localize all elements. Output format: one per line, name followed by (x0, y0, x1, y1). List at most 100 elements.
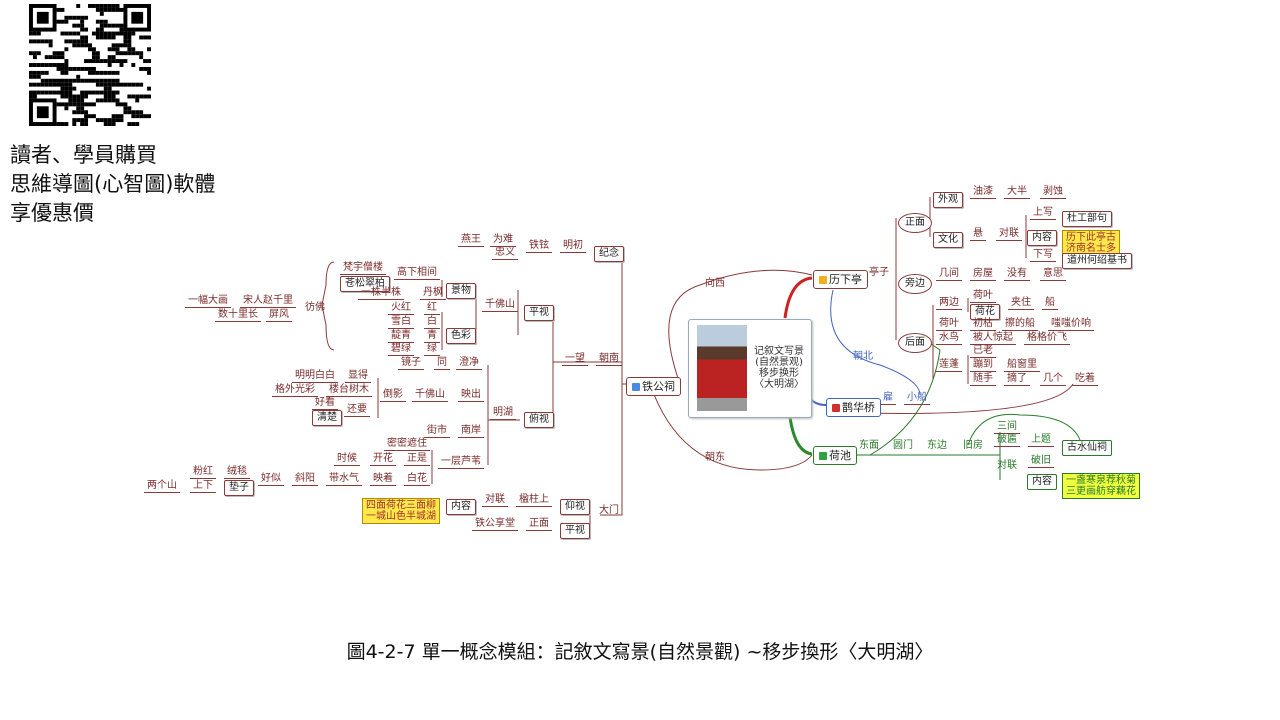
node-label: 明湖 (490, 407, 516, 420)
node-lixiating[interactable]: 历下亭 (813, 270, 868, 289)
node-label: 破匾 (994, 434, 1020, 447)
node-label: 正面 (526, 518, 552, 531)
node-box[interactable]: 杜工部句 (1062, 211, 1112, 227)
node-label: 绒毯 (224, 466, 250, 479)
node-box[interactable]: 内容 (1027, 230, 1057, 246)
node-label: 房屋 (970, 268, 996, 281)
node-box[interactable]: 历下此亭古 济南名士多 (1062, 230, 1120, 256)
node-box: 朝北 (853, 351, 873, 362)
node-quehuaqiao[interactable]: 鹊华桥 (826, 398, 881, 417)
node-label: 三间 (994, 421, 1020, 434)
node-label: 船窗里 (1004, 359, 1040, 372)
node-label: 荷叶 (936, 318, 962, 331)
node-label: 正是 (404, 453, 430, 466)
node-tiegongci[interactable]: 铁公祠 (626, 377, 681, 396)
node-box[interactable]: 俯视 (524, 412, 554, 428)
node-label: 明初 (560, 240, 586, 253)
node-label: 显得 (345, 370, 371, 383)
topic-marker-icon (832, 404, 840, 412)
node-label: 大门 (599, 505, 619, 516)
node-box[interactable]: 清楚 (312, 410, 342, 426)
node-box[interactable]: 平视 (524, 305, 554, 321)
node-box[interactable]: 道州何绍基书 (1062, 253, 1132, 269)
node-label: 靛青 (388, 330, 414, 343)
node-box[interactable]: 内容 (446, 499, 476, 515)
node-box[interactable]: 平视 (560, 523, 590, 539)
node-label: 楼台树木 (326, 384, 372, 397)
node-box: 雇 (880, 392, 896, 405)
promo-line-1: 讀者、學員購買 (10, 143, 157, 167)
node-label: 悬 (970, 228, 986, 241)
node-label: 梵宇僧楼 (340, 262, 386, 275)
node-label: 摘了 (1004, 373, 1030, 386)
node-label: 下写 (1030, 249, 1056, 262)
node-label: 向西 (705, 278, 725, 289)
node-label: 夹住 (1008, 297, 1034, 310)
node-label: 一幅大画 (185, 295, 231, 308)
node-label: 楹柱上 (516, 494, 552, 507)
node-box[interactable]: 古水仙祠 (1062, 440, 1112, 456)
node-label: 铁公享堂 (472, 518, 518, 531)
node-box[interactable]: 荷花 (970, 304, 1000, 320)
node-label: 映出 (458, 389, 484, 402)
node-label: 开花 (370, 453, 396, 466)
node-label: 两边 (936, 297, 962, 310)
node-label: 历下亭 (829, 273, 862, 286)
node-box[interactable]: 垫子 (224, 480, 254, 496)
node-box[interactable]: 正面 (898, 213, 932, 233)
node-box[interactable]: 后面 (898, 333, 932, 353)
node-label: 火红 (388, 302, 414, 315)
node-hechi[interactable]: 荷池 (813, 446, 857, 465)
node-box[interactable]: 文化 (933, 232, 963, 248)
node-label: 斜阳 (292, 473, 318, 486)
node-box[interactable]: 苍松翠柏 (340, 276, 390, 292)
promo-line-3: 享優惠價 (10, 201, 94, 225)
node-label: 一层芦苇 (438, 456, 484, 469)
node-label: 还要 (344, 404, 370, 417)
node-label: 镜子 (398, 357, 424, 370)
node-box[interactable]: 仰视 (560, 499, 590, 515)
node-label: 东边 (927, 440, 947, 451)
node-box[interactable]: 旁边 (898, 274, 932, 294)
node-label: 倒影 (380, 389, 406, 402)
node-label: 嗤嗤价响 (1048, 318, 1094, 331)
node-label: 格外光彩 (272, 384, 318, 397)
node-box: 小船 (904, 392, 930, 405)
node-label: 燕王 (458, 234, 484, 247)
node-label: 南岸 (458, 425, 484, 438)
node-label: 蹦到 (970, 359, 996, 372)
node-label: 朝东 (705, 452, 725, 463)
node-label: 对联 (997, 460, 1017, 471)
node-box[interactable]: 一盏寒泉荐秋菊 三更画舫穿藕花 (1062, 473, 1140, 499)
node-label: 没有 (1004, 268, 1030, 281)
node-label: 带水气 (326, 473, 362, 486)
node-label: 忠义 (492, 247, 518, 260)
node-label: 铁铉 (526, 240, 552, 253)
node-label: 青 (424, 330, 440, 343)
node-box[interactable]: 四面荷花三面柳 一城山色半城湖 (362, 498, 440, 524)
center-title-1: 记叙文写景 (754, 346, 804, 357)
node-label: 铁公祠 (642, 380, 675, 393)
node-label: 白花 (404, 473, 430, 486)
node-box[interactable]: 外观 (933, 192, 963, 208)
center-title-2: (自然景观) (755, 357, 803, 368)
node-box[interactable]: 景物 (446, 283, 476, 299)
node-box[interactable]: 纪念 (594, 246, 624, 262)
node-label: 粉红 (190, 466, 216, 479)
node-label: 映着 (370, 473, 396, 486)
node-label: 密密遮住 (384, 438, 430, 451)
node-label: 圆门 (893, 440, 913, 451)
node-label: 大半 (1004, 186, 1030, 199)
node-box[interactable]: 色彩 (446, 328, 476, 344)
center-topic[interactable]: 记叙文写景 (自然景观) 移步换形 〈大明湖〉 (688, 319, 812, 418)
center-title-4: 〈大明湖〉 (754, 379, 804, 390)
node-label: 剥蚀 (1040, 186, 1066, 199)
node-label: 上题 (1028, 434, 1054, 447)
topic-marker-icon (819, 276, 827, 284)
node-label: 彷佛 (305, 302, 325, 313)
node-label: 鹊华桥 (842, 401, 875, 414)
node-label: 屏风 (266, 309, 292, 322)
node-label: 红 (424, 302, 440, 315)
node-box[interactable]: 内容 (1027, 474, 1057, 490)
node-label: 上写 (1030, 207, 1056, 220)
